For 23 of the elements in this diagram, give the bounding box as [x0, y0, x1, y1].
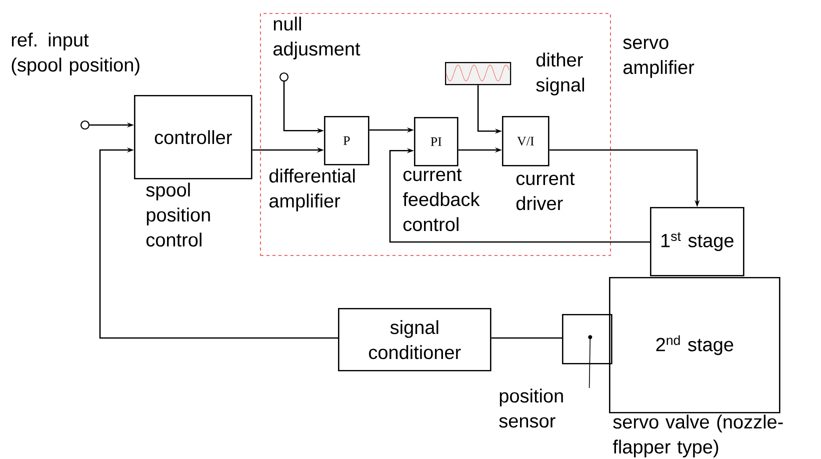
process-box: PI: [414, 117, 458, 166]
group-heading: servo amplifier: [623, 38, 694, 78]
side-label: spool position control: [146, 182, 210, 247]
side-label: current feedback control: [402, 168, 480, 232]
side-label: dither signal: [536, 52, 584, 96]
side-label: servo valve (nozzle-flapper type): [612, 414, 783, 458]
sensor-box: [562, 314, 612, 364]
side-label: current driver: [516, 172, 575, 210]
arrow: [99, 147, 338, 339]
side-label: null adjusment: [273, 16, 360, 60]
callout-text: position sensor: [499, 388, 563, 428]
process-box: V/I: [502, 116, 550, 166]
process-box: controller: [134, 95, 252, 180]
side-label: differential amplifier: [269, 168, 355, 212]
terminal-circle: [80, 120, 90, 130]
input-label: ref. input (spool position): [12, 32, 140, 76]
leader-line: [588, 336, 591, 388]
connector-line: [491, 337, 562, 339]
process-box: P: [324, 116, 370, 166]
process-box: signal conditioner: [338, 308, 492, 372]
arrow: [389, 148, 650, 243]
stage-box: 1$^{st}$ stage: [650, 207, 744, 276]
stage-box: 2$^{nd}$ stage: [609, 277, 780, 414]
